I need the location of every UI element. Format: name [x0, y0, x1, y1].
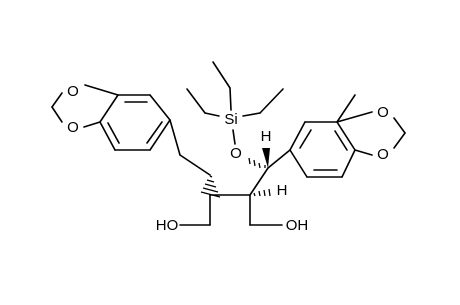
o-si-bond [232, 129, 236, 145]
right-ring-bond [336, 121, 356, 151]
left-ring-double-bond [146, 121, 163, 144]
h-upper-label: H [261, 128, 272, 145]
left-ring-bond [99, 94, 119, 123]
ethyl-left-bond [186, 88, 206, 114]
right-dioxole-bond [354, 149, 373, 156]
left-benzodioxole: O O [51, 83, 171, 151]
right-dioxole-bond [393, 132, 406, 149]
left-ring-bond [149, 94, 171, 121]
right-ring-double-bond [334, 130, 348, 151]
central-chain: HO OH H H O [156, 119, 309, 234]
ethyl-top-bond [212, 61, 231, 89]
right-ring-o-bottom-label: O [377, 146, 389, 163]
si-label: Si [224, 111, 237, 128]
left-dioxole-bond [83, 121, 101, 128]
si-ethyl-right-bond [242, 112, 261, 117]
c4-aryl-bond [267, 149, 291, 169]
oh-left-label: HO [156, 217, 179, 234]
right-dioxole-bond [336, 111, 373, 123]
benzyl-bond [169, 119, 181, 156]
h-lower-label: H [277, 182, 288, 199]
left-ring-o-bottom-label: O [67, 119, 79, 136]
triethylsilyl-group: Si [186, 61, 284, 145]
left-ring-bond [149, 119, 171, 151]
hashed-h-c3 [253, 188, 271, 197]
ethyl-right-bond [259, 88, 284, 114]
left-dioxole-bond [51, 92, 63, 108]
hashed-bond-c4-o [248, 157, 266, 169]
o-silyl-label: O [230, 145, 242, 162]
right-dioxole-bond [393, 117, 406, 134]
left-dioxole-bond [51, 106, 63, 123]
left-ring-o-top-label: O [67, 83, 79, 100]
ch2-bond [179, 154, 211, 176]
right-ring-bond [341, 149, 356, 178]
si-ethyl-left-bond [204, 112, 220, 117]
left-dioxole-bond [84, 84, 119, 96]
wedge-h-c4 [262, 148, 270, 168]
right-ring-bond [336, 94, 356, 123]
right-ring-o-top-label: O [377, 104, 389, 121]
right-ring-bond [289, 149, 308, 178]
right-ring-double-bond [299, 129, 312, 149]
right-ring-bond [289, 121, 306, 151]
oh-right-label: OH [286, 217, 309, 234]
si-ethyl-top-bond [229, 87, 232, 111]
left-ring-bond [99, 121, 116, 151]
hashed-bond-c2 [200, 175, 221, 198]
c3-c4-bond [249, 167, 269, 196]
right-benzodioxole: O O [289, 94, 406, 178]
left-ring-double-bond [107, 122, 120, 144]
